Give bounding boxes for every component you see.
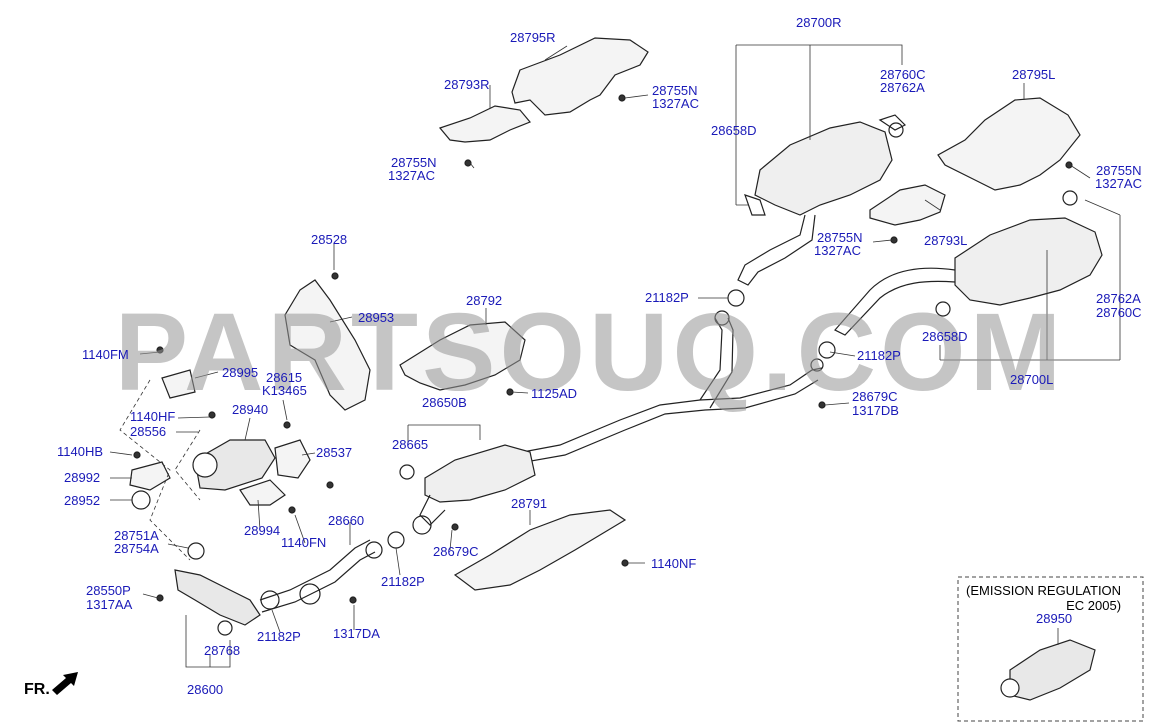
label-1327ac[interactable]: 1327AC (814, 243, 861, 258)
heat-shield-28793l (869, 184, 946, 226)
label-1140nf[interactable]: 1140NF (651, 556, 697, 571)
label-1327ac[interactable]: 1327AC (388, 168, 435, 183)
label-1140hb[interactable]: 1140HB (57, 444, 104, 459)
label-28679c[interactable]: 28679C (852, 389, 898, 404)
front-direction-label: FR. (24, 681, 50, 698)
label-k13465[interactable]: K13465 (262, 383, 307, 398)
label-28600[interactable]: 28600 (187, 682, 224, 697)
label-1327ac[interactable]: 1327AC (652, 96, 699, 111)
label-21182p[interactable]: 21182P (857, 348, 901, 363)
label-28700r[interactable]: 28700R (796, 15, 842, 30)
label-1317db[interactable]: 1317DB (852, 403, 899, 418)
label-28650b[interactable]: 28650B (422, 395, 467, 410)
label-28556[interactable]: 28556 (130, 424, 167, 439)
front-direction-arrow-icon (52, 672, 78, 695)
label-21182p[interactable]: 21182P (381, 574, 425, 589)
label-28994[interactable]: 28994 (244, 523, 281, 538)
gasket-28952 (131, 490, 151, 510)
label-28995[interactable]: 28995 (222, 365, 259, 380)
rear-muffler-l (954, 217, 1103, 306)
label-21182p[interactable]: 21182P (257, 629, 301, 644)
label-28660[interactable]: 28660 (328, 513, 365, 528)
heat-shield-28795l (937, 97, 1081, 191)
heat-shield-28793r (438, 105, 531, 143)
label-28795l[interactable]: 28795L (1012, 67, 1056, 82)
label-28768[interactable]: 28768 (204, 643, 241, 658)
label-1140hf[interactable]: 1140HF (130, 409, 176, 424)
label-1317aa[interactable]: 1317AA (86, 597, 133, 612)
label-21182p[interactable]: 21182P (645, 290, 689, 305)
label-28793r[interactable]: 28793R (444, 77, 490, 92)
emission-regulation-box (957, 576, 1144, 722)
label-1317da[interactable]: 1317DA (333, 626, 380, 641)
front-pipe (174, 569, 261, 626)
label-28952[interactable]: 28952 (64, 493, 101, 508)
label-28755n[interactable]: 28755N (391, 155, 437, 170)
label-28658d[interactable]: 28658D (922, 329, 968, 344)
label-28755n[interactable]: 28755N (817, 230, 863, 245)
label-28762a[interactable]: 28762A (880, 80, 925, 95)
label-28755n[interactable]: 28755N (652, 83, 698, 98)
label-1140fm[interactable]: 1140FM (82, 347, 129, 362)
label-28760c[interactable]: 28760C (880, 67, 926, 82)
catalytic-converter-28940 (194, 439, 276, 491)
label-1125ad[interactable]: 1125AD (531, 386, 578, 401)
label-28940[interactable]: 28940 (232, 402, 269, 417)
label-28550p[interactable]: 28550P (86, 583, 131, 598)
watermark: PARTSOUQ.COM (114, 291, 1066, 414)
heat-shield-28792 (399, 321, 526, 391)
label-28950[interactable]: 28950 (1036, 611, 1073, 626)
label-28665[interactable]: 28665 (392, 437, 429, 452)
label-28793l[interactable]: 28793L (924, 233, 968, 248)
label-1140fn[interactable]: 1140FN (281, 535, 327, 550)
label-28615[interactable]: 28615 (266, 370, 303, 385)
label-28953[interactable]: 28953 (358, 310, 395, 325)
center-muffler (424, 444, 536, 503)
label-28537[interactable]: 28537 (316, 445, 353, 460)
label-28528[interactable]: 28528 (311, 232, 348, 247)
label-28992[interactable]: 28992 (64, 470, 101, 485)
label-28754a[interactable]: 28754A (114, 541, 159, 556)
heat-shield-28795r (511, 37, 649, 116)
rear-muffler-r (754, 121, 893, 216)
label-28755n[interactable]: 28755N (1096, 163, 1142, 178)
label-28700l[interactable]: 28700L (1010, 372, 1054, 387)
label-28751a[interactable]: 28751A (114, 528, 159, 543)
emission-regulation-note: (EMISSION REGULATION EC 2005) (966, 583, 1122, 613)
catalytic-converter-28950 (1009, 639, 1096, 701)
label-28795r[interactable]: 28795R (510, 30, 556, 45)
label-28792[interactable]: 28792 (466, 293, 503, 308)
label-1327ac[interactable]: 1327AC (1095, 176, 1142, 191)
heat-shield-28791 (453, 509, 627, 591)
label-28760c[interactable]: 28760C (1096, 305, 1142, 320)
heat-shield-28953 (284, 279, 371, 411)
label-28791[interactable]: 28791 (511, 496, 548, 511)
label-28658d[interactable]: 28658D (711, 123, 757, 138)
label-28762a[interactable]: 28762A (1096, 291, 1141, 306)
label-28679c[interactable]: 28679C (433, 544, 479, 559)
